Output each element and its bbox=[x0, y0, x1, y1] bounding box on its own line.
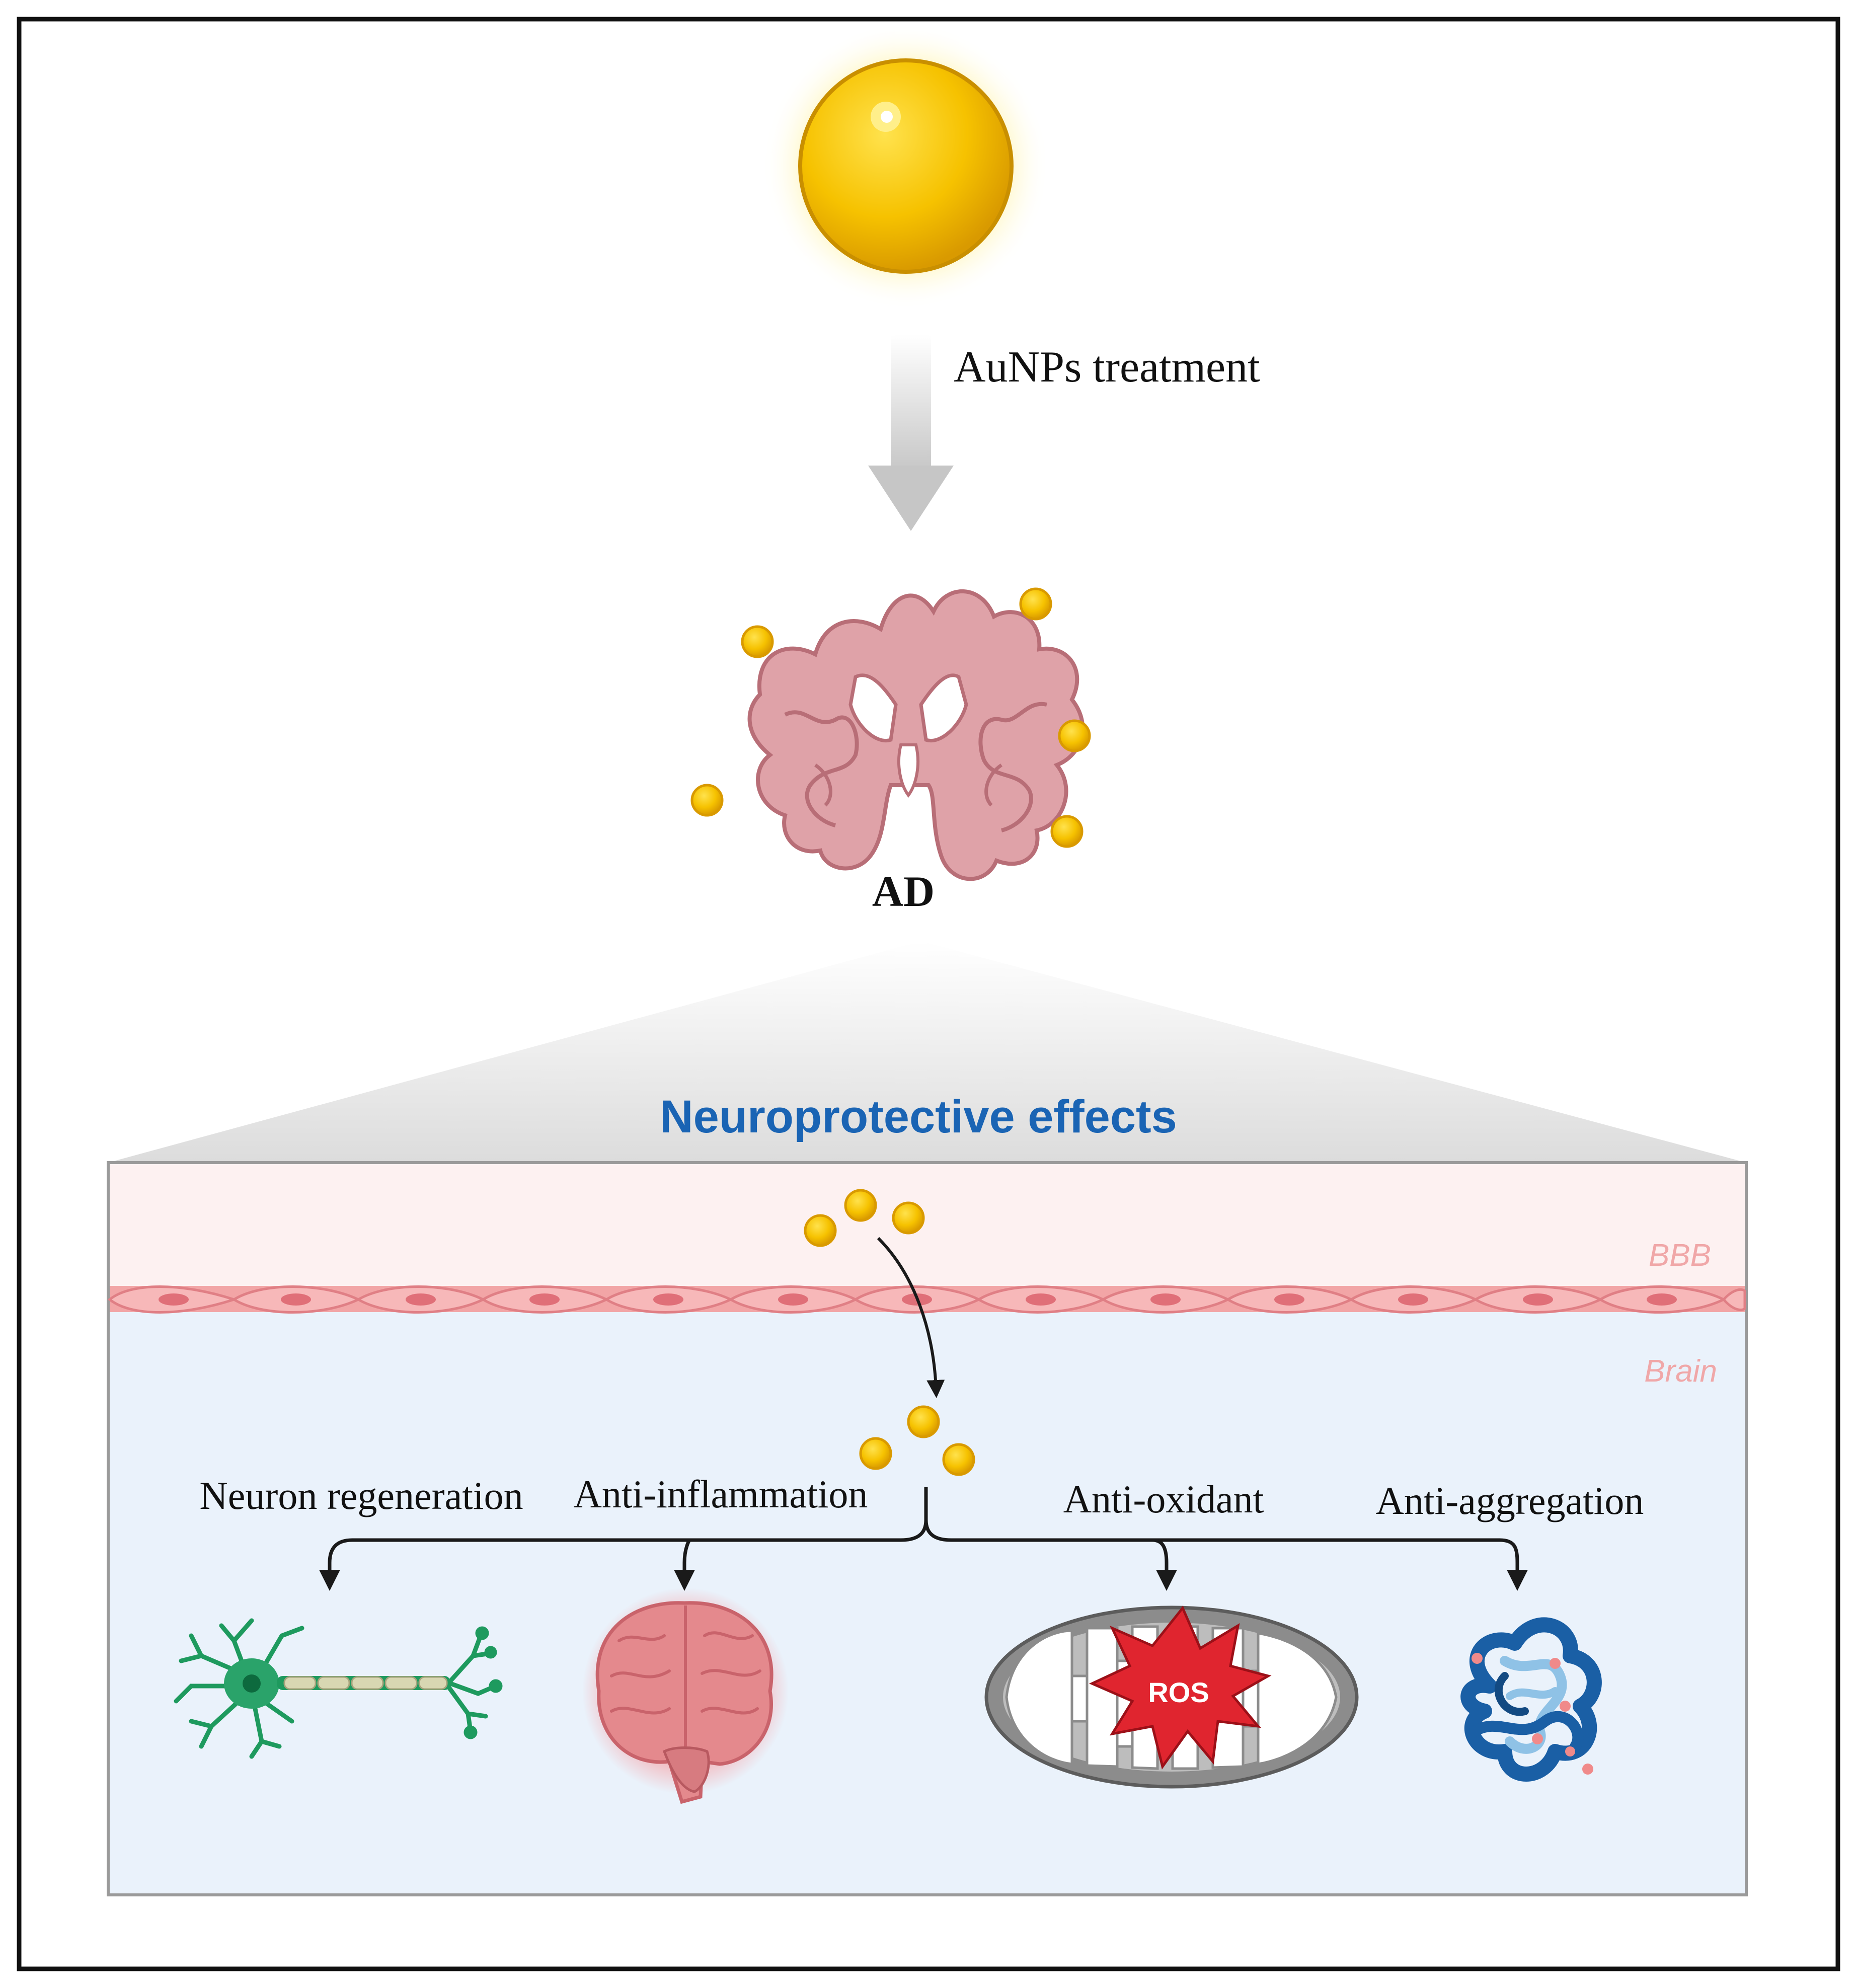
effect-branch-arrows bbox=[319, 1487, 1528, 1591]
inflamed-brain-icon bbox=[582, 1588, 789, 1804]
neuron-icon bbox=[174, 1618, 503, 1759]
zoom-cone bbox=[108, 941, 1746, 1163]
ros-label: ROS bbox=[1148, 1676, 1209, 1708]
bbb-label: BBB bbox=[1649, 1238, 1711, 1273]
nanoparticles-in-brain bbox=[859, 1405, 975, 1476]
effects-title: Neuroprotective effects bbox=[660, 1091, 1177, 1142]
brain-label: Brain bbox=[1644, 1354, 1717, 1389]
crossing-arrow bbox=[877, 1237, 945, 1398]
protein-aggregate-icon bbox=[1460, 1617, 1602, 1782]
effect-label-neuron-regeneration: Neuron regeneration bbox=[199, 1474, 523, 1517]
effect-label-anti-aggregation: Anti-aggregation bbox=[1376, 1479, 1644, 1522]
brain-section-icon bbox=[747, 589, 1085, 881]
treatment-label: AuNPs treatment bbox=[954, 343, 1260, 392]
treatment-arrow bbox=[868, 335, 954, 531]
nanoparticles-crossing-bbb bbox=[804, 1189, 925, 1247]
nanoparticles-around-brain bbox=[690, 587, 1091, 848]
gold-nanoparticle-icon bbox=[762, 23, 1049, 310]
neuron-cell-body bbox=[224, 1658, 450, 1709]
effect-label-anti-inflammation: Anti-inflammation bbox=[574, 1472, 868, 1516]
endothelial-cell-layer bbox=[108, 1285, 1746, 1314]
effect-label-anti-oxidant: Anti-oxidant bbox=[1063, 1477, 1264, 1521]
disease-label: AD bbox=[872, 867, 935, 915]
ros-burst-icon bbox=[1089, 1605, 1272, 1770]
